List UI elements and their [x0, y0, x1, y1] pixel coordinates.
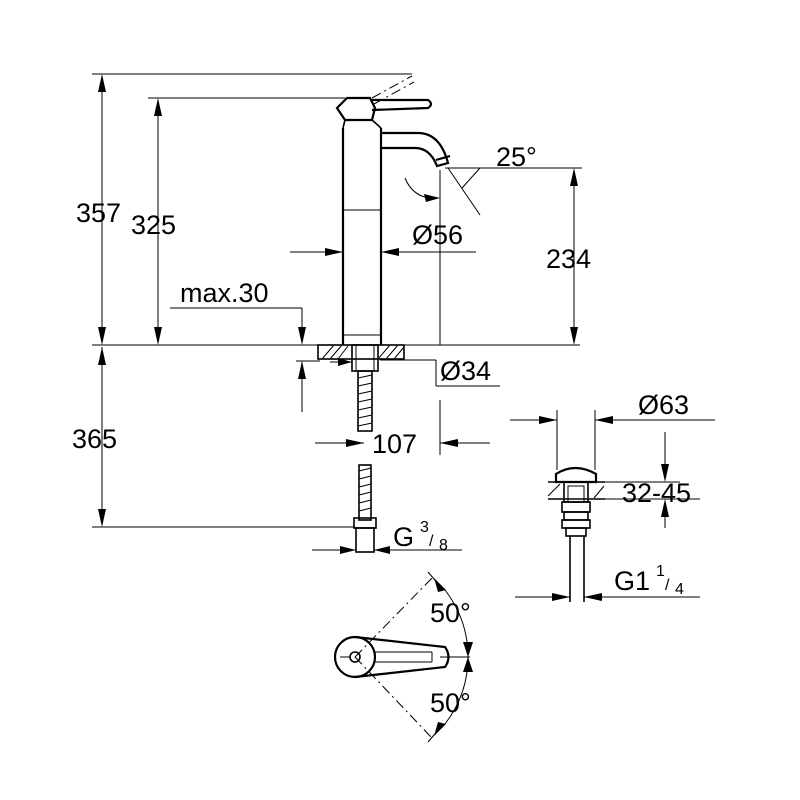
drain-thread-den: 4 [675, 581, 684, 598]
countertop-section [317, 344, 405, 432]
faucet-side-view [335, 75, 451, 345]
label-hose-thread: G 3 / 8 [393, 519, 448, 554]
label-drain-diameter: Ø63 [638, 390, 689, 420]
label-lever-angle-down: 50° [430, 688, 471, 718]
hose-thread-num: 3 [420, 519, 429, 536]
dimension-labels: 357 325 365 max.30 Ø56 234 25° Ø34 107 Ø… [72, 142, 691, 718]
label-max-deck: max.30 [180, 278, 269, 308]
hose-thread-den: 8 [439, 537, 448, 554]
drain-assembly [510, 410, 715, 602]
dimension-lines [92, 73, 582, 554]
hose-thread-base: G [393, 522, 414, 552]
svg-text:/: / [429, 533, 434, 550]
label-spout-reach: 107 [372, 429, 417, 459]
label-spout-height: 234 [546, 244, 591, 274]
supply-hose [353, 464, 377, 553]
label-below-deck: 365 [72, 424, 117, 454]
lever-top-view [333, 571, 473, 743]
label-body-height: 325 [131, 210, 176, 240]
label-base-diameter: Ø34 [440, 356, 491, 386]
label-drain-thread: G1 1 / 4 [614, 563, 684, 598]
label-spout-angle: 25° [496, 142, 537, 172]
drain-thread-num: 1 [656, 563, 665, 580]
label-lever-angle-up: 50° [430, 598, 471, 628]
drain-thread-base: G1 [614, 566, 650, 596]
label-total-height: 357 [76, 198, 121, 228]
label-drain-range: 32-45 [622, 478, 691, 508]
label-spout-diameter: Ø56 [412, 220, 463, 250]
svg-text:/: / [665, 577, 670, 594]
